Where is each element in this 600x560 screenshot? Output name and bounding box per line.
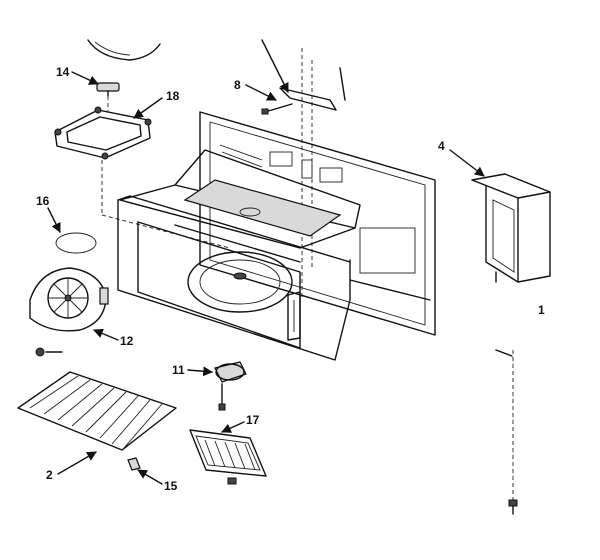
part-11-motor — [214, 361, 247, 411]
callout-12: 12 — [120, 334, 134, 348]
part-4-side-panel — [471, 173, 551, 283]
assembly-guide-lines — [101, 48, 514, 500]
callout-8: 8 — [234, 78, 241, 92]
callout-14: 14 — [56, 65, 70, 79]
top-partial-part — [87, 39, 161, 61]
leader-lines — [47, 39, 485, 485]
callout-1: 1 — [538, 303, 545, 317]
bottom-screw — [495, 349, 518, 515]
callout-17: 17 — [246, 413, 260, 427]
callout-11: 11 — [172, 363, 185, 377]
callout-labels: 1 2 4 8 11 12 14 15 16 17 18 — [36, 65, 545, 493]
callout-4: 4 — [438, 139, 445, 153]
part-15-clip — [127, 457, 141, 471]
part-2-rack — [17, 371, 177, 451]
part-14-clip — [96, 82, 120, 97]
part-8-screw — [261, 67, 346, 115]
part-17-grille — [189, 429, 267, 485]
callout-16: 16 — [36, 194, 50, 208]
callout-2: 2 — [46, 468, 53, 482]
part-18-gasket — [54, 106, 152, 160]
part-12-fan — [29, 267, 109, 357]
part-1-cavity-housing — [117, 111, 436, 361]
callout-15: 15 — [164, 479, 178, 493]
part-16-cover — [55, 232, 97, 254]
callout-18: 18 — [166, 89, 180, 103]
